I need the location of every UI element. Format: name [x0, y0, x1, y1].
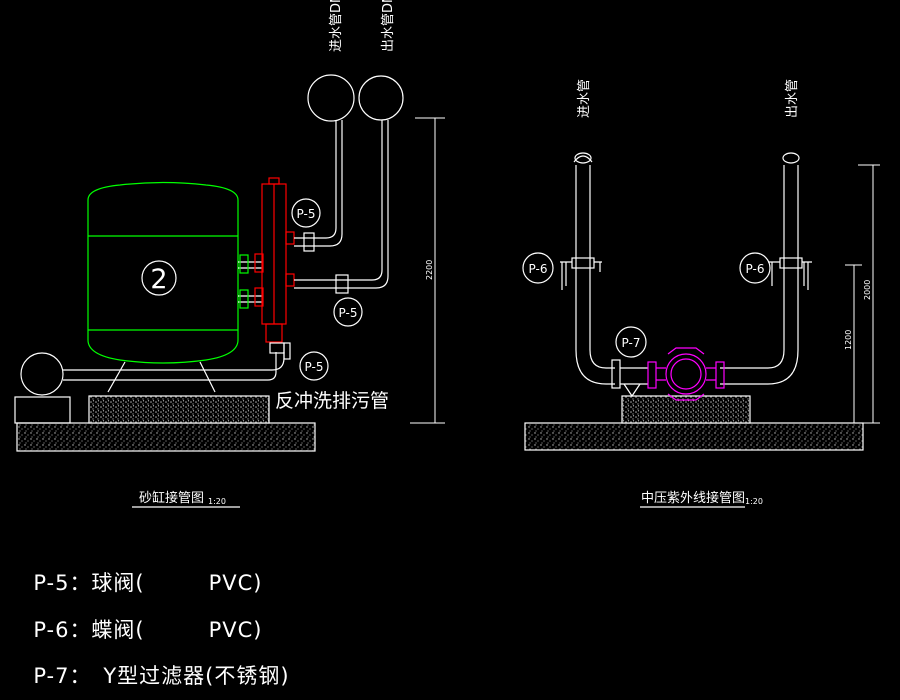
butterfly-valve-left — [560, 257, 602, 290]
callout-p6-left: P-6 — [529, 262, 548, 276]
left-pad — [88, 395, 270, 424]
left-inlet-label: 进水管DN — [329, 0, 344, 52]
right-view-title: 中压紫外线接管图 — [641, 490, 745, 506]
inlet-pipe-end — [307, 74, 355, 122]
left-dimension-value: 2200 — [425, 260, 434, 280]
callout-bubble-p5-middle — [333, 297, 363, 327]
left-sand-filter-view — [14, 74, 445, 508]
left-pump — [20, 352, 64, 396]
filter-manifold — [254, 177, 295, 343]
right-view-texts: P-6 P-6 P-7 进水管 出水管 2000 1200 中压紫外线接管图 1… — [529, 79, 872, 506]
tank-legs — [107, 361, 216, 393]
legend-name: Y型过滤器(不锈钢) — [103, 664, 290, 688]
right-dimension-2000-value: 2000 — [863, 280, 872, 300]
legend-row-p6: P-6：蝶阀( PVC) — [18, 590, 262, 644]
right-dimension-1200-value: 1200 — [844, 330, 853, 350]
callout-p7: P-7 — [622, 336, 641, 350]
left-view-texts: 2 P-5 P-5 P-5 反冲洗排污管 进水管DN 出水管DN 2200 砂缸… — [139, 0, 434, 506]
sand-tank — [87, 181, 239, 364]
callout-bubble-p5-lower — [299, 351, 329, 381]
uv-unit — [647, 347, 725, 401]
left-view-scale: 1:20 — [208, 497, 226, 506]
legend-name: 蝶阀( — [91, 618, 145, 642]
callout-bubble-p5-upper — [291, 198, 321, 228]
legend-row-p5: P-5：球阀( PVC) — [18, 543, 262, 597]
callout-p5-upper: P-5 — [297, 207, 316, 221]
left-view-title: 砂缸接管图 — [139, 490, 204, 506]
tank-number: 2 — [150, 264, 167, 295]
legend-code: P-5： — [33, 571, 92, 595]
right-inlet-label: 进水管 — [577, 79, 592, 118]
legend-code: P-7： — [33, 664, 92, 688]
legend-material: PVC) — [208, 618, 263, 642]
left-outlet-label: 出水管DN — [381, 0, 396, 52]
right-dimension-1200 — [845, 264, 862, 423]
left-pump-support — [14, 396, 71, 424]
uv-outlet-riser — [720, 165, 799, 385]
legend-row-p7: P-7： Y型过滤器(不锈钢) — [18, 636, 298, 690]
butterfly-valve-right — [768, 257, 812, 290]
right-dimension-2000 — [858, 164, 880, 424]
drain-pipe-label: 反冲洗排污管 — [275, 390, 389, 412]
legend-name: 球阀( — [91, 571, 145, 595]
legend-material: PVC) — [208, 571, 263, 595]
outlet-pipe-end — [358, 75, 404, 121]
callout-p5-lower: P-5 — [305, 360, 324, 374]
callout-bubble-p6-right — [739, 252, 771, 284]
tank-number-bubble — [141, 260, 177, 296]
inlet-pipe — [294, 120, 343, 247]
right-base-slab — [524, 422, 864, 451]
right-outlet-label: 出水管 — [785, 79, 800, 118]
left-base-slab — [16, 422, 316, 452]
left-bottom-pipe — [63, 352, 285, 381]
callout-p5-middle: P-5 — [339, 306, 358, 320]
uv-inlet-riser — [575, 165, 615, 385]
right-uv-view — [522, 152, 880, 508]
y-strainer — [611, 359, 648, 398]
legend-code: P-6： — [33, 618, 92, 642]
outlet-pipe — [294, 120, 389, 289]
right-view-scale: 1:20 — [745, 497, 763, 506]
callout-p6-right: P-6 — [746, 262, 765, 276]
callout-bubble-p7 — [615, 326, 647, 358]
tank-connections — [238, 261, 262, 303]
left-dimension-line — [410, 117, 445, 424]
callout-bubble-p6-left — [522, 252, 554, 284]
